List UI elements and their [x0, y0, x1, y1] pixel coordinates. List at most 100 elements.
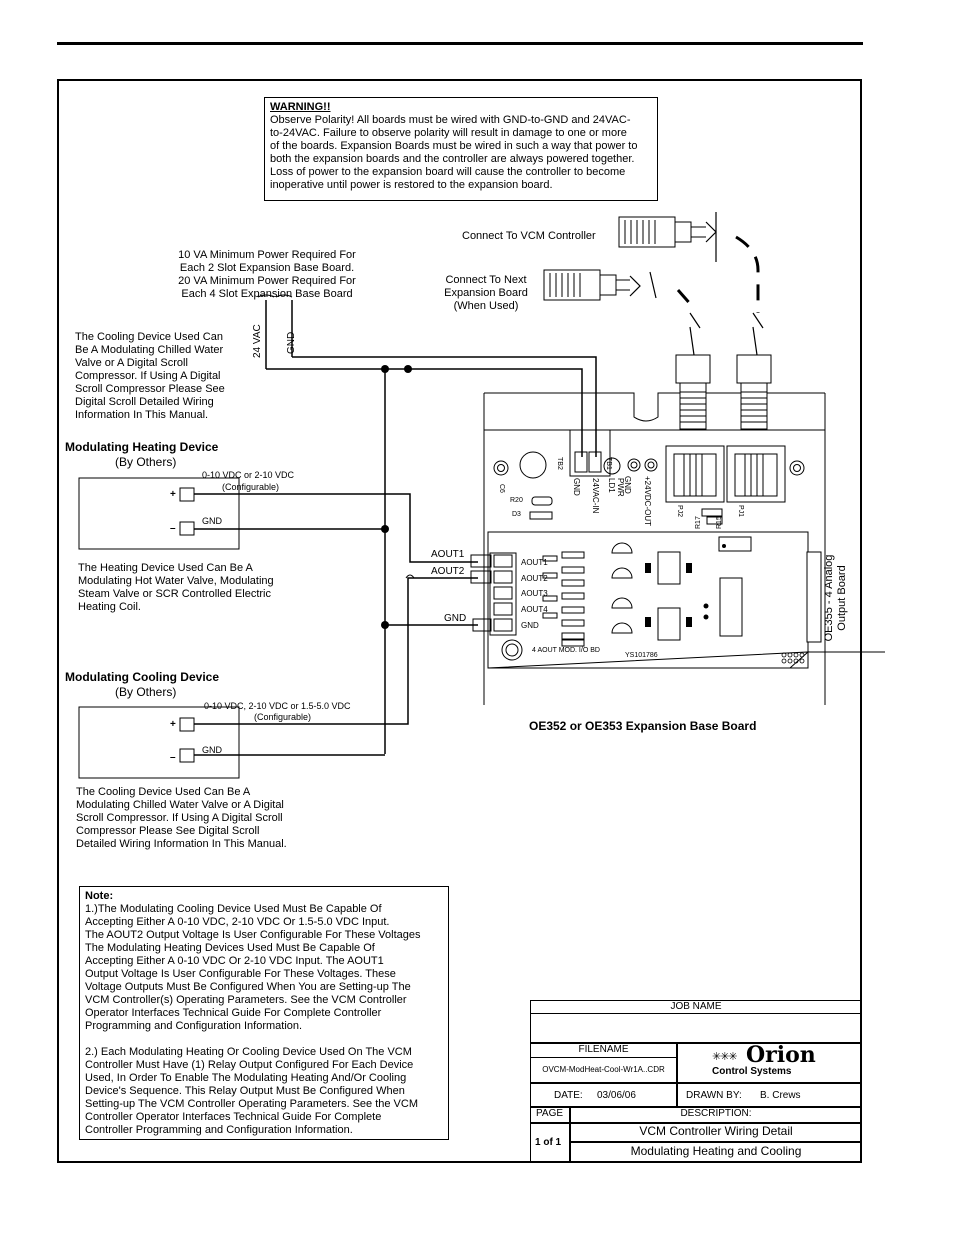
tb-job	[530, 1000, 862, 1043]
note-line	[85, 1033, 443, 1046]
aout1-wire-label: AOUT1	[431, 549, 465, 560]
filename-value: OVCM-ModHeat-Cool-Wr1A..CDR	[542, 1065, 665, 1074]
cooling-note-line: Modulating Chilled Water Valve or A Digi…	[76, 799, 284, 811]
silk-c6: C6	[498, 484, 505, 493]
heating-signal-label: 0-10 VDC or 2-10 VDC	[202, 470, 295, 480]
description-label: DESCRIPTION:	[680, 1108, 752, 1119]
silk-24vdc: +24VDC-OUT	[643, 476, 652, 527]
note-line: Used, In Order To Enable The Modulating …	[85, 1072, 407, 1084]
warning-line: inoperative until power is restored to t…	[270, 179, 553, 191]
warning-line: both the expansion boards and the contro…	[270, 153, 635, 165]
power-note-line: Each 2 Slot Expansion Base Board.	[179, 262, 355, 274]
date-value: 03/06/06	[597, 1090, 636, 1101]
cooling-top-note-line: Scroll Compressor Please See	[75, 383, 225, 395]
heating-configurable: (Configurable)	[222, 482, 280, 492]
heating-note: The Heating Device Used Can Be A Modulat…	[78, 562, 318, 614]
terminal-label: AOUT1	[521, 558, 548, 567]
cooling-device-by: (By Others)	[115, 685, 177, 699]
note-line: Controller Programming and Configuration…	[85, 1124, 353, 1136]
note-line: The AOUT2 Output Voltage Is User Configu…	[85, 929, 421, 941]
note-line: Device's Sequence. This Relay Output Mus…	[85, 1085, 405, 1097]
connect-next-line: Connect To Next	[445, 274, 527, 286]
power-note-line: Each 4 Slot Expansion Base Board	[181, 288, 353, 300]
note-line: Setting-up The VCM Controller Operating …	[85, 1098, 419, 1110]
heating-plus: +	[170, 489, 176, 500]
tb-filename	[530, 1043, 677, 1083]
terminal-label: GND	[521, 621, 539, 630]
page-label: PAGE	[536, 1108, 564, 1119]
logo-stars-icon: ✳✳✳	[712, 1051, 738, 1063]
tb-filename-rule	[530, 1057, 677, 1058]
orion-logo: ✳✳✳ Orion Control Systems	[712, 1042, 842, 1080]
warning-title: WARNING!!	[270, 101, 331, 113]
warning-line: of the boards. Expansion Boards must be …	[270, 140, 638, 152]
heating-gnd-label: GND	[202, 516, 222, 526]
drawn-by-label: DRAWN BY:	[686, 1090, 742, 1101]
note-line: 2.) Each Modulating Heating Or Cooling D…	[85, 1046, 412, 1058]
logo-name: Orion	[746, 1042, 816, 1068]
cooling-configurable: (Configurable)	[254, 712, 312, 722]
drawing-frame	[57, 79, 862, 1163]
terminal-label: AOUT3	[521, 589, 548, 598]
cooling-note-line: Scroll Compressor. If Using A Digital Sc…	[76, 812, 283, 824]
cooling-top-note-line: Be A Modulating Chilled Water	[75, 344, 224, 356]
cooling-minus: –	[170, 752, 176, 763]
note-line: VCM Controller(s) Operating Parameters. …	[85, 994, 407, 1006]
power-note: 10 VA Minimum Power Required For Each 2 …	[162, 249, 372, 301]
page-value: 1 of 1	[535, 1137, 562, 1148]
note-line: Controller Must Have (1) Relay Output Co…	[85, 1059, 414, 1071]
silk-r17: R17	[695, 516, 702, 529]
aout2-wire-label: AOUT2	[431, 566, 465, 577]
silk-gnd: GND	[572, 478, 581, 496]
note-line: Voltage Outputs Must Be Configured When …	[85, 981, 411, 993]
heating-device-title: Modulating Heating Device	[65, 440, 219, 454]
terminal-label: AOUT4	[521, 605, 548, 614]
terminal-label: AOUT2	[521, 574, 548, 583]
cooling-device-title: Modulating Cooling Device	[65, 670, 220, 684]
silk-tb1: TB1	[605, 457, 612, 470]
cooling-top-note-line: Compressor. If Using A Digital	[75, 370, 221, 382]
cooling-top-note-line: Digital Scroll Detailed Wiring	[75, 396, 214, 408]
power-note-line: 10 VA Minimum Power Required For	[178, 249, 356, 261]
output-board-label: OE355 - 4 Analog Output Board	[823, 554, 849, 642]
note-title: Note:	[85, 890, 114, 902]
cooling-top-note: The Cooling Device Used Can Be A Modulat…	[75, 331, 260, 422]
tb-date	[530, 1083, 677, 1107]
note-line: Operator Interfaces Technical Guide For …	[85, 1007, 382, 1019]
note-line: Programming and Configuration Informatio…	[85, 1020, 303, 1032]
output-board-line: Output Board	[836, 565, 848, 631]
note-box: Note: 1.)The Modulating Cooling Device U…	[79, 886, 449, 1140]
silk-r20: R20	[510, 497, 523, 504]
filename-label: FILENAME	[578, 1044, 629, 1055]
cooling-note-line: Detailed Wiring Information In This Manu…	[76, 838, 287, 850]
warning-line: Observe Polarity! All boards must be wir…	[270, 114, 631, 126]
connect-next-label: Connect To Next Expansion Board (When Us…	[436, 274, 536, 313]
note-line: The Modulating Heating Devices Used Must…	[85, 942, 375, 954]
silk-gnd2: GND	[623, 476, 632, 494]
silk-pj1: PJ1	[737, 505, 744, 518]
note-line: 1.)The Modulating Cooling Device Used Mu…	[85, 903, 382, 915]
part-number: YS101786	[625, 652, 658, 659]
tb-description-2	[570, 1142, 862, 1162]
heating-note-line: Heating Coil.	[78, 601, 141, 613]
drawn-by-value: B. Crews	[760, 1090, 801, 1101]
connect-next-line: (When Used)	[453, 300, 519, 312]
note-line: Controller Operator Interfaces Technical…	[85, 1111, 382, 1123]
cooling-top-note-line: Valve or A Digital Scroll	[75, 357, 188, 369]
warning-line: to-24VAC. Failure to observe polarity wi…	[270, 127, 627, 139]
heating-note-line: Steam Valve or SCR Controlled Electric	[78, 588, 271, 600]
tb-page-value-cell	[530, 1123, 570, 1162]
date-label: DATE:	[554, 1090, 583, 1101]
connect-next-line: Expansion Board	[444, 287, 528, 299]
cooling-top-note-line: Information In This Manual.	[75, 409, 209, 421]
description-1: VCM Controller Wiring Detail	[639, 1124, 793, 1138]
heating-note-line: Modulating Hot Water Valve, Modulating	[78, 575, 274, 587]
power-note-line: 20 VA Minimum Power Required For	[178, 275, 356, 287]
description-2: Modulating Heating and Cooling	[630, 1144, 802, 1158]
cooling-top-note-line: The Cooling Device Used Can	[75, 331, 223, 343]
tb-description-1	[570, 1123, 862, 1142]
note-line: Accepting Either A 0-10 VDC, 2-10 VDC Or…	[85, 916, 390, 928]
tb-page-label-cell	[530, 1107, 570, 1123]
tb-description-label-cell	[570, 1107, 862, 1123]
